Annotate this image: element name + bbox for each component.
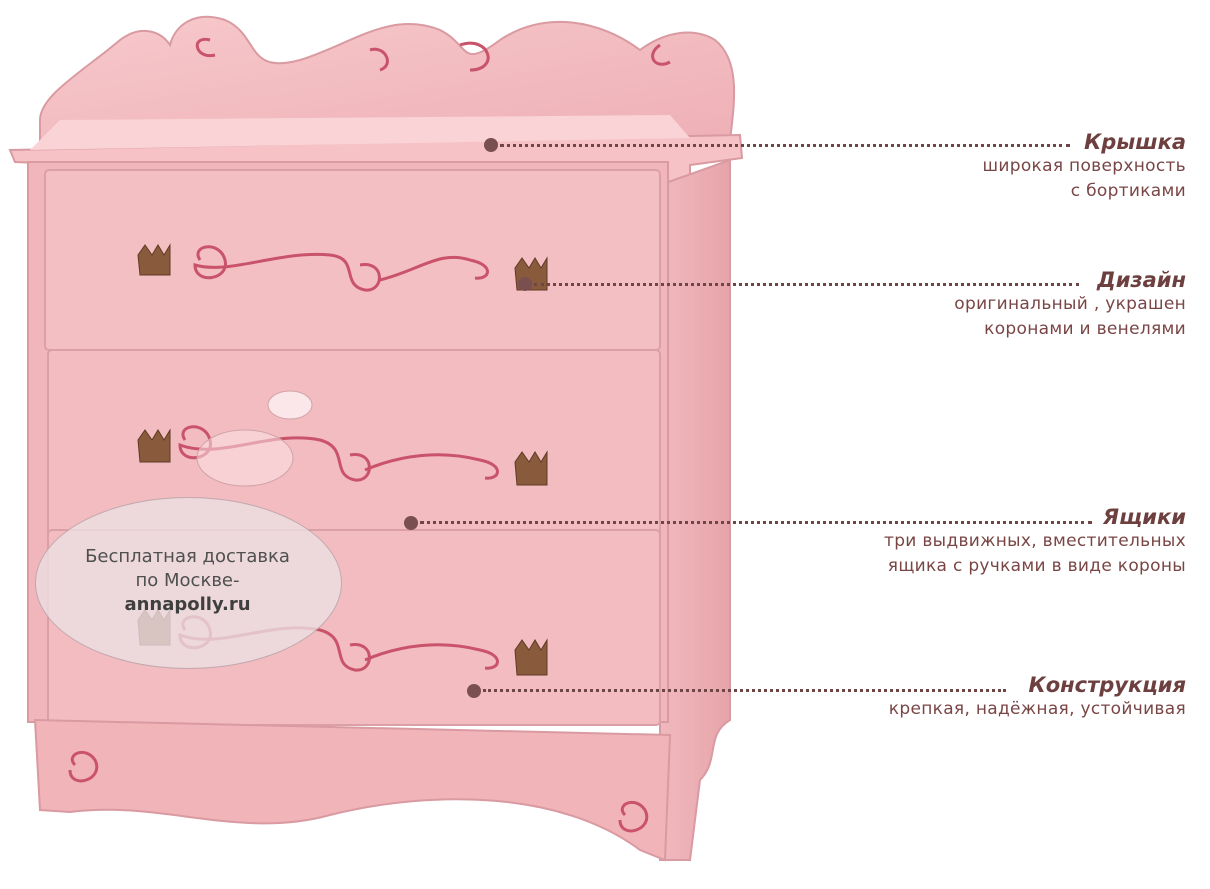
callout-desc-line: коронами и венелями: [984, 319, 1186, 339]
callout-kryshka: Крышка широкая поверхность с бортиками: [983, 130, 1186, 204]
callout-desc-line: три выдвижных, вместительных: [884, 531, 1186, 551]
marker-dot-yashchiki: [404, 516, 418, 530]
callout-desc-line: ящика с ручками в виде короны: [887, 556, 1186, 576]
reflection-glare: [267, 390, 313, 420]
callout-title: Конструкция: [1028, 673, 1186, 697]
dresser-plinth: [33, 718, 672, 862]
reflection-glare: [196, 429, 294, 487]
marker-dot-dizain: [518, 277, 532, 291]
leader-line-kryshka: [500, 144, 1070, 147]
dresser-back-panel: [39, 15, 736, 141]
callout-dizain: Дизайн оригинальный , украшен коронами и…: [954, 268, 1186, 342]
leader-line-yashchiki: [420, 521, 1092, 524]
callout-yashchiki: Ящики три выдвижных, вместительных ящика…: [884, 505, 1186, 579]
leader-line-konstruktsiya: [483, 689, 1006, 692]
promo-line-2: по Москве-: [135, 570, 240, 591]
callout-konstruktsiya: Конструкция крепкая, надёжная, устойчива…: [889, 673, 1186, 722]
callout-desc-line: широкая поверхность: [982, 156, 1186, 176]
leader-line-dizain: [534, 283, 1079, 286]
callout-title: Ящики: [1102, 505, 1186, 529]
drawer-1: [44, 169, 661, 351]
callout-desc-line: с бортиками: [1070, 181, 1186, 201]
callout-desc-line: оригинальный , украшен: [954, 294, 1186, 314]
marker-dot-kryshka: [484, 138, 498, 152]
marker-dot-konstruktsiya: [467, 684, 481, 698]
promo-site-link[interactable]: annapolly.ru: [124, 594, 251, 615]
callout-desc-line: крепкая, надёжная, устойчивая: [888, 699, 1186, 719]
callout-title: Крышка: [1084, 130, 1186, 154]
dresser-right-side: [659, 158, 731, 861]
callout-title: Дизайн: [1096, 268, 1186, 292]
promo-bubble: [35, 497, 342, 669]
promo-text: Бесплатная доставка по Москве- annapolly…: [40, 545, 335, 617]
promo-line-1: Бесплатная доставка: [85, 546, 290, 567]
